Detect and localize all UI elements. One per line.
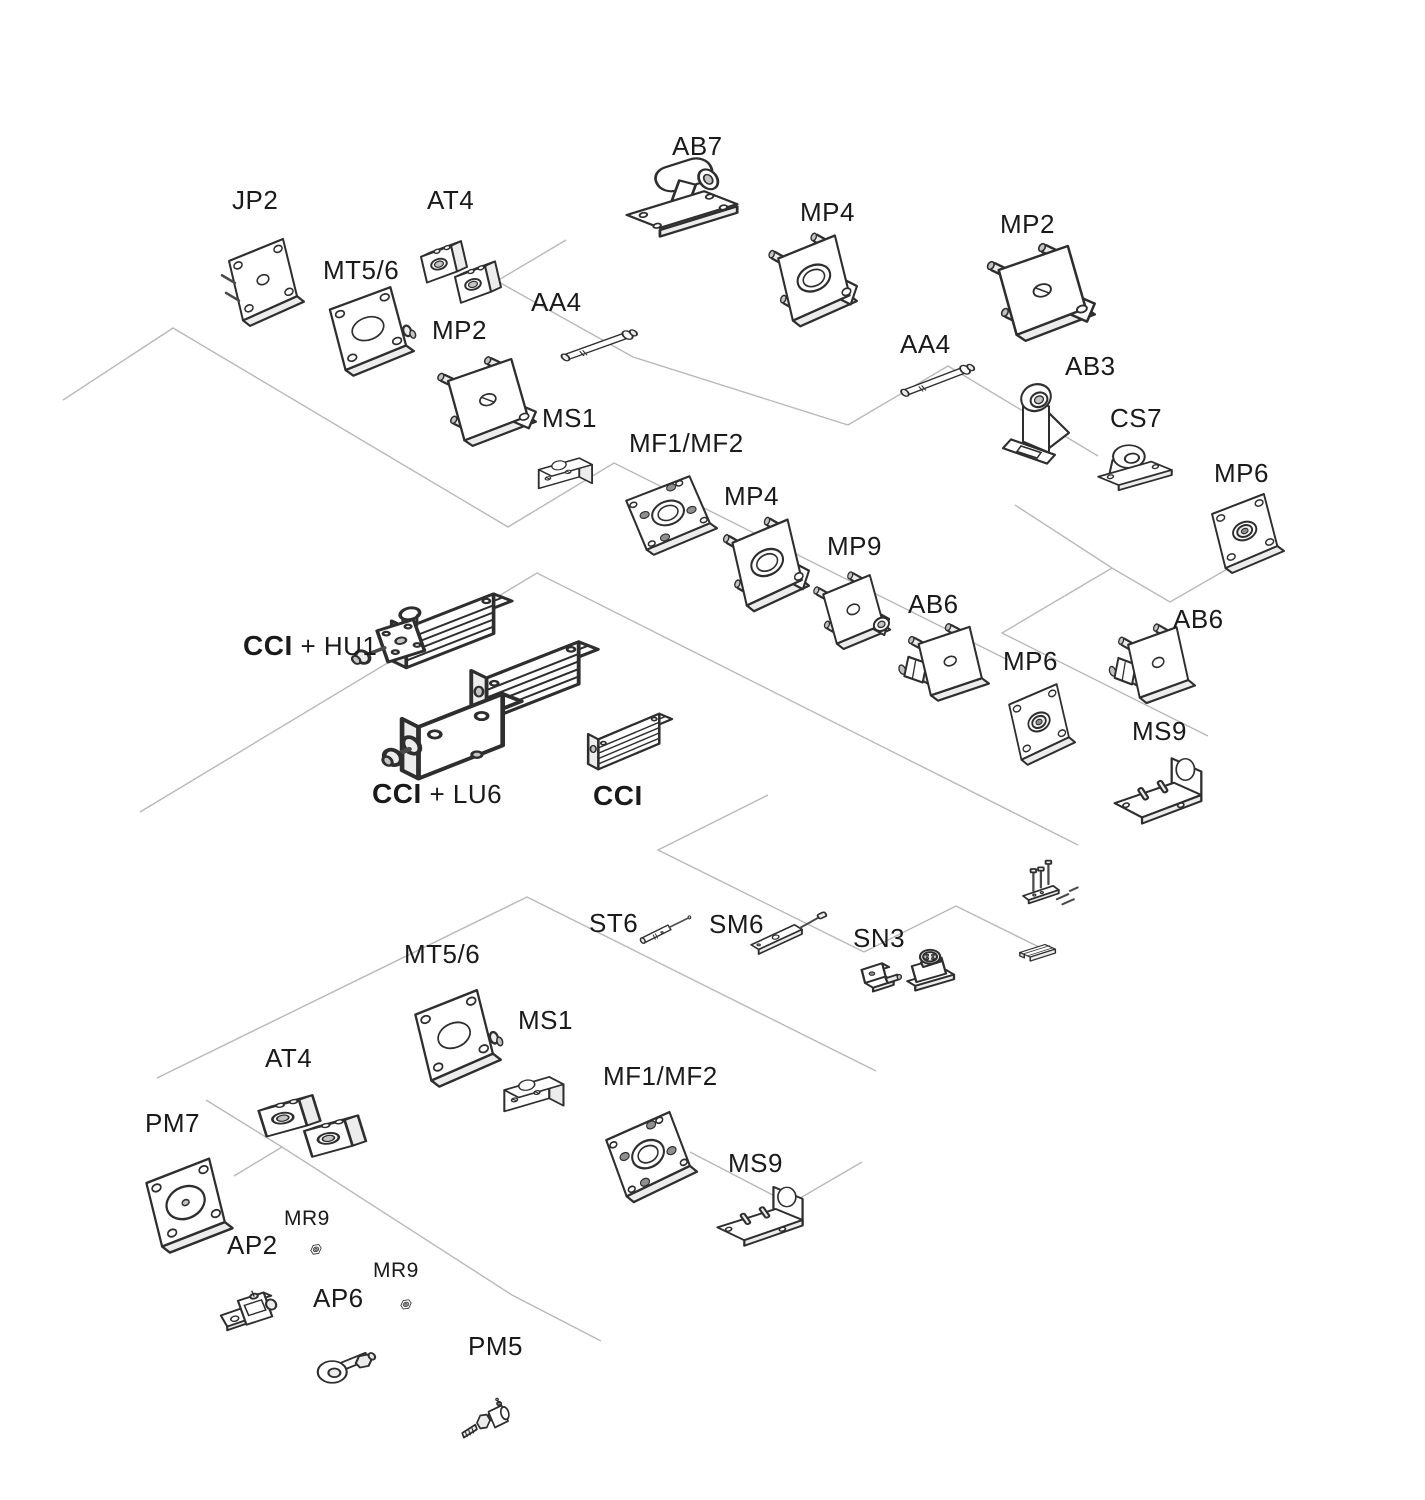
mp2-left-icon: [420, 348, 537, 458]
jp2-icon: [220, 237, 306, 328]
mt56-bottom-icon: [414, 988, 505, 1088]
sm6-label: SM6: [709, 909, 764, 939]
at4-top-label: AT4: [427, 185, 475, 215]
mt56-bottom-label: MT5/6: [404, 939, 481, 969]
mp9-icon: [798, 558, 895, 665]
mp2-right-icon: [968, 234, 1096, 354]
mr9-a-label: MR9: [284, 1207, 330, 1230]
ms9-bottom-icon: [716, 1185, 804, 1247]
connector-line: [1000, 567, 1209, 737]
at4-bottom-icon: [257, 1093, 368, 1159]
mf-top-icon: [625, 475, 719, 556]
mp6-topright-icon: [1211, 493, 1286, 574]
connector-line: [205, 1099, 602, 1342]
mf-top-label: MF1/MF2: [629, 428, 744, 458]
mp4-mid-icon: [708, 508, 810, 624]
ap2-label: AP2: [227, 1230, 278, 1260]
sn3-label: SN3: [853, 923, 906, 953]
pm5-icon: [461, 1397, 512, 1439]
mt56-top-icon: [328, 286, 418, 377]
mf-bottom-label: MF1/MF2: [603, 1061, 718, 1091]
st6-label: ST6: [589, 908, 639, 938]
mp4-top-icon: [753, 224, 858, 339]
jp2-label: JP2: [232, 185, 279, 215]
mf-bottom-icon: [605, 1110, 699, 1204]
mp2-left-label: MP2: [432, 315, 487, 345]
mp4-mid-label: MP4: [724, 481, 779, 511]
ms1-bottom-label: MS1: [518, 1005, 573, 1035]
ab6-mid-icon: [888, 614, 990, 721]
cs7-label: CS7: [1110, 403, 1163, 433]
aa4-right-label: AA4: [900, 329, 951, 359]
connector-line: [62, 327, 1009, 661]
connector-line: [139, 572, 1079, 846]
ab7-label: AB7: [672, 131, 723, 161]
cs7-icon: [1097, 444, 1173, 492]
pm7-label: PM7: [145, 1108, 200, 1138]
connector-line: [233, 1146, 283, 1177]
cci-icon: [586, 712, 674, 771]
aa4-left-label: AA4: [531, 287, 582, 317]
cci-lu6-label: CCI + LU6: [372, 778, 503, 809]
ab7-icon: [625, 153, 739, 238]
ab6-right-label: AB6: [1173, 604, 1224, 634]
connector-line: [1014, 504, 1244, 603]
cci-hu1-label: CCI + HU1: [243, 630, 378, 661]
mp6-topright-label: MP6: [1214, 458, 1269, 488]
clamp-profile-icon: [1019, 943, 1057, 962]
cci-label: CCI: [593, 780, 643, 811]
mp4-top-label: MP4: [800, 197, 855, 227]
ab6-mid-label: AB6: [908, 589, 959, 619]
mt56-top-label: MT5/6: [323, 255, 400, 285]
at4-bottom-label: AT4: [265, 1043, 313, 1073]
mr9-b-label: MR9: [373, 1259, 419, 1282]
mp2-right-label: MP2: [1000, 209, 1055, 239]
ms1-bottom-icon: [503, 1075, 565, 1113]
ms9-bottom-label: MS9: [728, 1148, 783, 1178]
connector-line: [156, 896, 877, 1079]
pm7-icon: [145, 1157, 234, 1254]
connector-line: [656, 794, 1050, 953]
aa4-left-icon: [558, 328, 640, 363]
screw-kit-icon: [1021, 859, 1079, 906]
mp6-mid-label: MP6: [1003, 646, 1058, 676]
ap6-label: AP6: [313, 1283, 364, 1313]
at4-top-icon: [420, 240, 502, 304]
ms9-right-icon: [1113, 757, 1203, 825]
mp9-label: MP9: [827, 531, 882, 561]
st6-icon: [638, 914, 692, 945]
ab3-label: AB3: [1065, 351, 1116, 381]
pm5-label: PM5: [468, 1331, 523, 1361]
ms1-top-icon: [537, 457, 594, 490]
ms9-right-label: MS9: [1132, 716, 1187, 746]
mp6-mid-icon: [1008, 683, 1077, 766]
ap6-icon: [316, 1351, 378, 1384]
ms1-top-label: MS1: [542, 403, 597, 433]
